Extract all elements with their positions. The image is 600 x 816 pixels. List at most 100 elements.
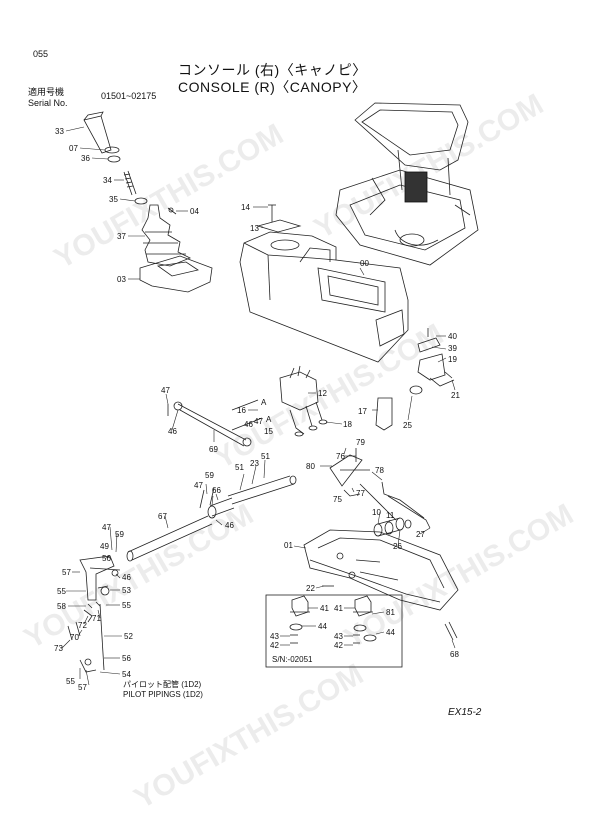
callout-15: 15: [264, 427, 273, 436]
title-japanese: コンソール (右)〈キャノピ〉: [178, 62, 367, 78]
pilot-pipings-label-english: PILOT PIPINGS (1D2): [123, 690, 203, 699]
pilot-valve: [231, 365, 328, 437]
machine-overview-illustration: [335, 102, 479, 266]
callout-07: 07: [69, 144, 78, 153]
callout-43: 43: [270, 632, 279, 641]
base-frame: [303, 529, 459, 641]
callout-12: 12: [318, 389, 327, 398]
callout-14: 14: [241, 203, 250, 212]
callout-26: 26: [393, 542, 402, 551]
callout-37: 37: [117, 232, 126, 241]
callout-56: 56: [122, 654, 131, 663]
callout-67: 67: [158, 512, 167, 521]
page-number: 055: [33, 49, 49, 59]
callout-73: 73: [54, 644, 63, 653]
callout-25: 25: [403, 421, 412, 430]
callout-A-upper: A: [261, 398, 267, 407]
callout-41: 41: [320, 604, 329, 613]
callout-57: 57: [78, 683, 87, 692]
callout-11: 11: [386, 511, 395, 520]
callout-44: 44: [318, 622, 327, 631]
callout-13: 13: [250, 224, 259, 233]
callout-43: 43: [334, 632, 343, 641]
callout-59: 59: [205, 471, 214, 480]
callout-39: 39: [448, 344, 457, 353]
serial-label-japanese: 適用号機: [28, 87, 65, 97]
callout-47: 47: [194, 481, 203, 490]
callout-labels: 33 07 36 34 35 04 37 03 14 13 00 40 39 1…: [54, 127, 460, 692]
callout-70: 70: [70, 633, 79, 642]
callout-79: 79: [356, 438, 365, 447]
shaft-assembly: [126, 475, 297, 562]
callout-34: 34: [103, 176, 112, 185]
callout-57: 57: [62, 568, 71, 577]
lever-linkage: [329, 448, 431, 537]
callout-76: 76: [336, 452, 345, 461]
linkage-rod: [167, 401, 252, 447]
serial-number-inset: S/N:-02051: [265, 594, 403, 668]
callout-01: 01: [284, 541, 293, 550]
callout-81: 81: [386, 608, 395, 617]
callout-47: 47: [254, 417, 263, 426]
callout-19: 19: [448, 355, 457, 364]
callout-46: 46: [244, 420, 253, 429]
callout-77: 77: [356, 489, 365, 498]
pilot-pipings-label-japanese: パイロット配管 (1D2): [123, 680, 202, 689]
callout-36: 36: [81, 154, 90, 163]
serial-inset-label: S/N:-02051: [272, 655, 313, 664]
callout-47: 47: [102, 523, 111, 532]
callout-42: 42: [334, 641, 343, 650]
callout-27: 27: [416, 530, 425, 539]
title-english: CONSOLE (R)〈CANOPY〉: [178, 79, 367, 95]
callout-42: 42: [270, 641, 279, 650]
callout-44: 44: [386, 628, 395, 637]
serial-label-english: Serial No.: [28, 98, 68, 108]
callout-80: 80: [306, 462, 315, 471]
callout-33: 33: [55, 127, 64, 136]
bracket-assembly: [375, 328, 455, 431]
serial-range: 01501~02175: [101, 91, 157, 101]
callout-55: 55: [57, 587, 66, 596]
callout-59: 59: [115, 530, 124, 539]
callout-71: 71: [92, 614, 101, 623]
control-lever-assembly: [83, 111, 213, 293]
parts-diagram-page: YOUFIXTHIS.COM YOUFIXTHIS.COM YOUFIXTHIS…: [19, 49, 579, 816]
callout-51: 51: [235, 463, 244, 472]
callout-A-lower: A: [266, 415, 272, 424]
callout-72: 72: [78, 621, 87, 630]
callout-18: 18: [343, 420, 352, 429]
callout-49: 49: [100, 542, 109, 551]
exploded-view-drawing: S/N:-02051: [54, 102, 479, 692]
callout-21: 21: [451, 391, 460, 400]
callout-04: 04: [190, 207, 199, 216]
callout-58: 58: [57, 602, 66, 611]
callout-10: 10: [372, 508, 381, 517]
callout-55: 55: [66, 677, 75, 686]
callout-52: 52: [124, 632, 133, 641]
callout-46: 46: [168, 427, 177, 436]
callout-00: 00: [360, 259, 369, 268]
callout-55: 55: [122, 601, 131, 610]
callout-51: 51: [261, 452, 270, 461]
callout-46: 46: [122, 573, 131, 582]
callout-23: 23: [250, 459, 259, 468]
callout-66: 66: [212, 486, 221, 495]
figure-code: EX15-2: [448, 707, 482, 718]
callout-78: 78: [375, 466, 384, 475]
console-body: [239, 204, 409, 363]
callout-69: 69: [209, 445, 218, 454]
callout-22: 22: [306, 584, 315, 593]
callout-75: 75: [333, 495, 342, 504]
callout-16: 16: [237, 406, 246, 415]
callout-47: 47: [161, 386, 170, 395]
callout-53: 53: [122, 586, 131, 595]
callout-56: 56: [102, 554, 111, 563]
callout-54: 54: [122, 670, 131, 679]
callout-46: 46: [225, 521, 234, 530]
leader-lines: [61, 126, 456, 686]
callout-40: 40: [448, 332, 457, 341]
callout-03: 03: [117, 275, 126, 284]
lower-linkage: [67, 555, 121, 673]
callout-17: 17: [358, 407, 367, 416]
callout-41: 41: [334, 604, 343, 613]
